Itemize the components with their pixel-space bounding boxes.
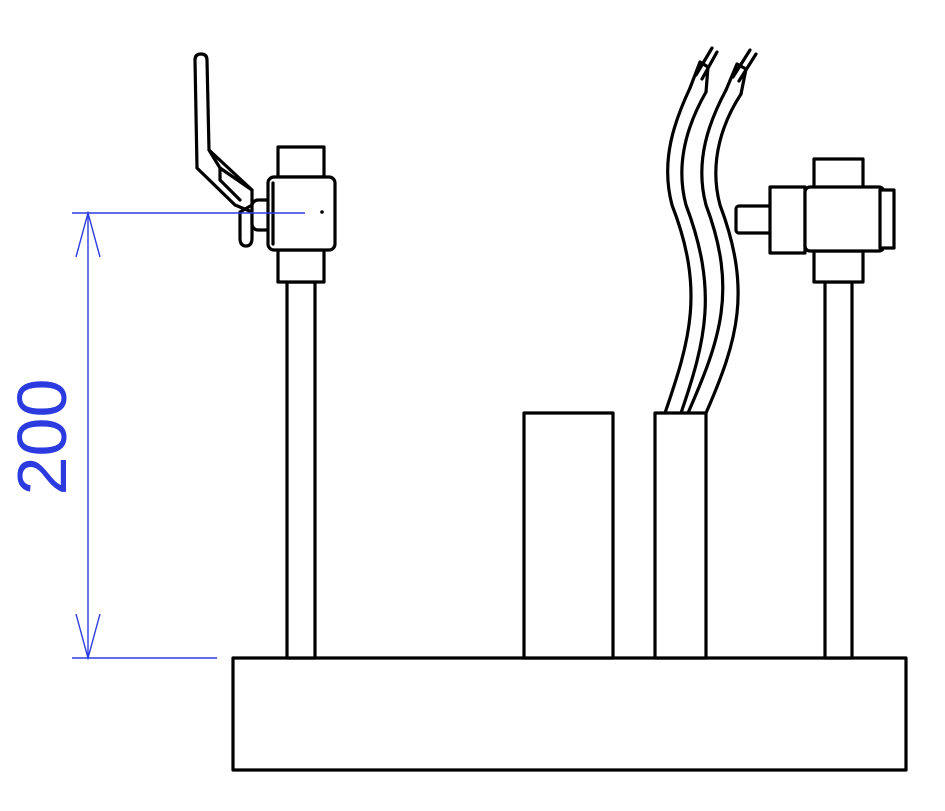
dimension-arrow-bottom bbox=[75, 613, 101, 661]
dimension-value: 200 bbox=[3, 379, 81, 496]
middle-post bbox=[522, 411, 615, 660]
valve-right bbox=[734, 157, 896, 284]
left-riser-pipe bbox=[285, 280, 317, 660]
cable-left bbox=[663, 46, 719, 415]
valve-center-mark bbox=[320, 210, 324, 214]
dimension-200: 200 bbox=[3, 210, 305, 661]
cable-conduit-post bbox=[653, 411, 708, 660]
ball-valve-left bbox=[193, 52, 337, 284]
right-riser-pipe bbox=[823, 280, 854, 660]
cable-right bbox=[686, 48, 758, 415]
dimension-arrow-top bbox=[75, 210, 101, 258]
valve-lever-handle bbox=[193, 52, 254, 248]
base-block bbox=[231, 656, 908, 772]
